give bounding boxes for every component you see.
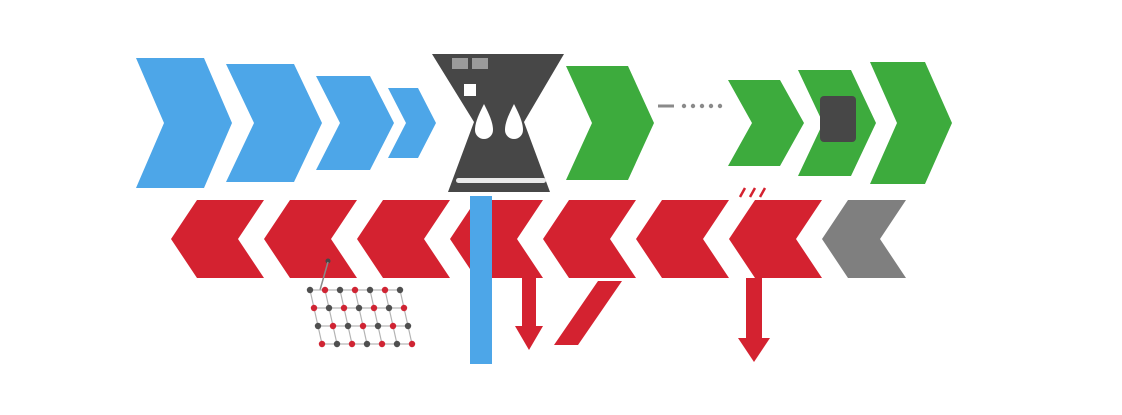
red-chevron-6 <box>264 200 357 278</box>
gray-chevron <box>822 200 906 278</box>
lattice-atom <box>359 322 367 330</box>
continuation-dot <box>681 103 687 109</box>
red-tick <box>738 187 747 198</box>
red-chevron-1 <box>729 200 822 278</box>
plate-icon-2 <box>472 58 488 69</box>
lattice-callout-line <box>319 261 329 291</box>
blue-vertical-bar <box>470 196 492 364</box>
lattice-atom <box>408 340 416 348</box>
droplet-icon-2 <box>505 104 523 139</box>
lattice-atom <box>355 304 363 312</box>
dark-box-icon <box>820 96 856 142</box>
continuation-dot <box>708 103 714 109</box>
lattice-atom <box>389 322 397 330</box>
lattice-atom <box>329 322 337 330</box>
lattice-atom <box>393 340 401 348</box>
lattice-atom <box>374 322 382 330</box>
lattice-atom <box>396 286 404 294</box>
blue-chevron-2 <box>226 64 322 182</box>
funnel-output-bar <box>456 178 546 183</box>
lattice-atom <box>378 340 386 348</box>
red-down-arrow-2 <box>738 278 770 362</box>
screening-funnel <box>432 54 564 192</box>
red-down-arrow-shaft <box>522 278 536 328</box>
lattice-atom <box>306 286 314 294</box>
lattice-atom <box>400 304 408 312</box>
continuation-dot <box>699 103 705 109</box>
red-down-arrow-head <box>515 326 543 350</box>
lattice-callout <box>319 258 331 291</box>
droplet-icon-1 <box>475 104 493 139</box>
lattice-atom <box>336 286 344 294</box>
callout-anchor-dot <box>325 258 331 264</box>
lattice-atom <box>381 286 389 294</box>
lattice-atom <box>370 304 378 312</box>
lattice-atom <box>333 340 341 348</box>
lattice-atom <box>348 340 356 348</box>
sample-square-icon <box>464 84 476 96</box>
red-tick-marks <box>738 187 767 198</box>
lattice-atom <box>366 286 374 294</box>
continuation-dash-dots <box>658 103 723 109</box>
green-chevron-2 <box>728 80 804 166</box>
continuation-dot <box>717 103 723 109</box>
red-chevron-5 <box>357 200 450 278</box>
plate-icon-1 <box>452 58 468 69</box>
red-down-arrow-shaft <box>746 278 762 340</box>
lattice-atom <box>314 322 322 330</box>
red-down-arrow-1 <box>515 278 543 350</box>
green-chevron-1 <box>566 66 654 180</box>
lattice-atom <box>363 340 371 348</box>
green-chevron-4 <box>870 62 952 184</box>
lattice-atom <box>385 304 393 312</box>
blue-chevron-4 <box>388 88 436 158</box>
crystal-lattice <box>306 286 416 348</box>
red-tick <box>758 187 767 198</box>
blue-chevron-1 <box>136 58 232 188</box>
lattice-atom <box>310 304 318 312</box>
red-down-arrow-head <box>738 338 770 362</box>
red-chevron-4 <box>450 200 543 278</box>
blue-chevron-3 <box>316 76 394 170</box>
lattice-atom <box>351 286 359 294</box>
red-chevron-7 <box>171 200 264 278</box>
red-tick <box>748 187 757 198</box>
lattice-atom <box>340 304 348 312</box>
lattice-atom <box>404 322 412 330</box>
lattice-atom <box>321 286 329 294</box>
lattice-atom <box>325 304 333 312</box>
red-chevron-3 <box>543 200 636 278</box>
lattice-atom <box>344 322 352 330</box>
lattice-atom <box>318 340 326 348</box>
red-chevron-2 <box>636 200 729 278</box>
continuation-dot <box>690 103 696 109</box>
red-slanted-connector <box>554 281 622 345</box>
